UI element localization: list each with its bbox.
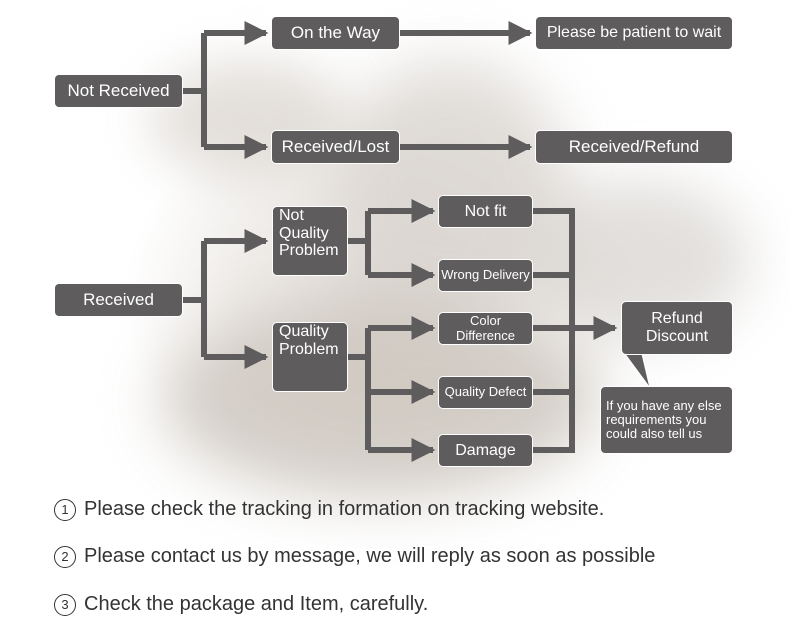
note-number-2: 2 (54, 545, 76, 568)
received-lost-box: Received/Lost (271, 130, 400, 164)
please-wait-label: Please be patient to wait (546, 24, 722, 42)
refund-label: Refund (651, 310, 703, 328)
quality-problem-line-2: Problem (279, 340, 339, 358)
quality-defect-label: Quality Defect (444, 384, 527, 400)
received-refund-label: Received/Refund (568, 136, 700, 156)
not-quality-problem-line-1: Not (279, 207, 304, 224)
on-the-way-box: On the Way (271, 16, 400, 50)
callout-pointer (624, 353, 651, 389)
refund-discount-box: Refund Discount (621, 301, 733, 355)
received-label: Received (83, 289, 154, 309)
not-fit-box: Not fit (438, 195, 533, 228)
note-2: 2 Please contact us by message, we will … (54, 545, 754, 568)
wrong-delivery-box: Wrong Delivery (438, 259, 533, 292)
not-fit-label: Not fit (464, 202, 507, 220)
received-refund-box: Received/Refund (535, 130, 733, 164)
damage-box: Damage (438, 434, 533, 467)
callout-line-1: If you have any else (606, 397, 722, 413)
callout-line-2: requirements you (606, 411, 707, 427)
color-difference-box: Color Difference (438, 312, 533, 345)
color-difference-label: Color Difference (455, 313, 515, 343)
note-text-2: Please contact us by message, we will re… (84, 545, 656, 567)
not-quality-problem-line-2: Quality (279, 224, 329, 242)
not-quality-problem-box: Not Quality Problem (272, 206, 348, 276)
discount-label: Discount (645, 328, 709, 345)
note-text-3: Check the package and Item, carefully. (84, 593, 429, 615)
note-number-3: 3 (54, 593, 76, 616)
quality-defect-box: Quality Defect (438, 376, 533, 409)
note-text-1: Please check the tracking in formation o… (84, 498, 605, 520)
please-wait-box: Please be patient to wait (535, 16, 733, 50)
note-1: 1 Please check the tracking in formation… (54, 498, 754, 521)
quality-problem-line-1: Quality (279, 323, 329, 340)
note-3: 3 Check the package and Item, carefully. (54, 593, 754, 616)
damage-label: Damage (455, 441, 516, 459)
quality-problem-box: Quality Problem (272, 322, 348, 392)
callout-line-3: could also tell us (606, 426, 703, 442)
on-the-way-label: On the Way (290, 22, 381, 42)
received-lost-label: Received/Lost (281, 136, 390, 156)
callout-box: If you have any else requirements you co… (600, 386, 733, 454)
wrong-delivery-label: Wrong Delivery (441, 267, 530, 283)
note-number-1: 1 (54, 498, 76, 521)
not-received-label: Not Received (67, 80, 170, 100)
not-received-box: Not Received (54, 74, 183, 108)
not-quality-problem-line-3: Problem (279, 242, 339, 260)
received-box: Received (54, 283, 183, 317)
